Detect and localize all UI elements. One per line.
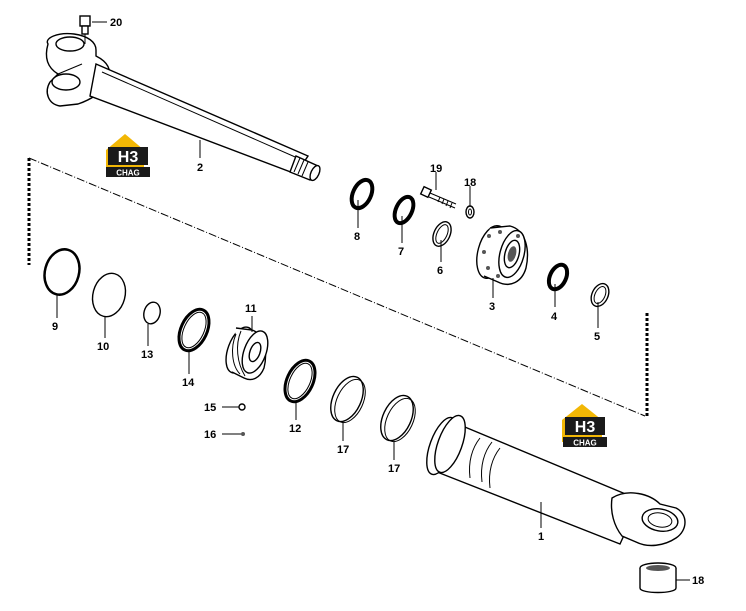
svg-text:H3: H3: [118, 149, 139, 166]
watermark-logo-top: H3 CHAG: [106, 134, 150, 178]
label-3: 3: [489, 301, 495, 313]
bushing-18: [639, 562, 677, 594]
seal-8: [349, 177, 375, 211]
label-1: 1: [538, 531, 544, 543]
watermark-logo-bottom: H3 CHAG: [562, 404, 607, 448]
part-labels: 20 2 19 18 8 7 6 3 4 5 9 10 13 14 11 15 …: [52, 17, 704, 587]
piston: [225, 326, 269, 381]
label-8: 8: [354, 231, 360, 243]
label-6: 6: [437, 265, 443, 277]
label-10: 10: [97, 341, 109, 353]
label-17a: 17: [337, 444, 349, 456]
grease-fitting: [79, 15, 107, 44]
label-20: 19: [430, 163, 442, 175]
bolt-20: [419, 185, 457, 209]
cylinder-barrel: [426, 414, 686, 547]
ball-16: [241, 432, 245, 436]
wiper-5: [590, 282, 610, 308]
o-ring-9: [43, 248, 81, 296]
seal-12: [283, 358, 317, 404]
label-11: 11: [245, 303, 257, 315]
piston-rod: [45, 32, 321, 182]
backup-ring-10: [91, 272, 127, 318]
label-5: 5: [594, 331, 600, 343]
label-13: 13: [141, 349, 153, 361]
seal-7: [392, 194, 416, 226]
leader-lines: [56, 140, 690, 581]
seal-4: [546, 262, 570, 292]
svg-text:CHAG: CHAG: [116, 169, 140, 178]
label-9: 9: [52, 321, 58, 333]
label-21: 20: [110, 17, 122, 29]
label-17b: 17: [388, 463, 400, 475]
assembly-boundary: [27, 157, 649, 418]
label-2: 2: [197, 162, 203, 174]
label-16: 16: [204, 429, 216, 441]
set-screw-15: [238, 403, 246, 411]
ring-6: [432, 221, 452, 247]
wear-ring-17b: [380, 394, 416, 443]
svg-text:CHAG: CHAG: [573, 439, 597, 448]
o-ring-13: [143, 301, 161, 325]
washer-19: [465, 205, 475, 219]
svg-text:H3: H3: [575, 419, 596, 436]
label-12: 12: [289, 423, 301, 435]
label-4: 4: [551, 311, 558, 323]
wear-ring-17a: [330, 375, 366, 424]
cylinder-head: [476, 224, 529, 286]
label-15: 15: [204, 402, 216, 414]
label-18: 18: [692, 575, 704, 587]
label-7: 7: [398, 246, 404, 258]
label-14: 14: [182, 377, 195, 389]
seal-14: [177, 307, 211, 353]
label-19: 18: [464, 177, 476, 189]
